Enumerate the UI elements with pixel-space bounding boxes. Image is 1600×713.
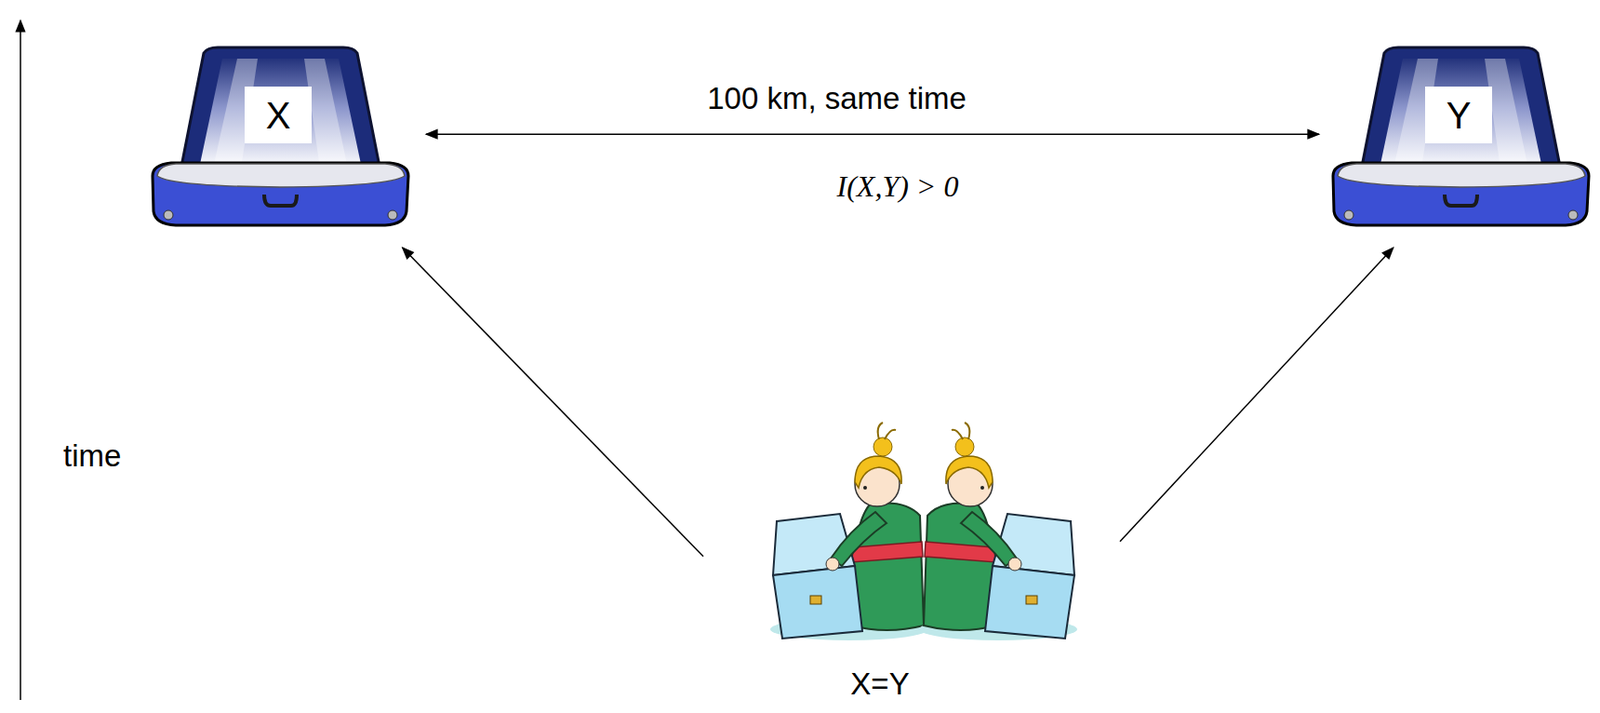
mutual-information: I(X,Y) > 0 (837, 169, 960, 204)
tag-box: X (244, 86, 312, 144)
twins-figure: X=Y (706, 409, 1117, 709)
suitcase-node: X (147, 45, 414, 227)
variable-label: Y (1446, 93, 1472, 137)
twin-illustration (919, 422, 1078, 640)
tag-box: Y (1425, 86, 1493, 144)
twin-illustration (770, 422, 929, 640)
label-holder: I(X,Y) > 0 (837, 169, 960, 204)
caption-holder: X=Y (850, 666, 909, 702)
axis-label: time (63, 438, 121, 474)
edge-label-holder: 100 km, same time (706, 80, 967, 117)
arrow (1120, 247, 1394, 542)
double-arrow (426, 133, 1320, 135)
suitcase-illustration (1333, 47, 1589, 226)
time-axis (19, 20, 22, 700)
suitcase-illustration (152, 47, 409, 226)
figure-caption: X=Y (850, 666, 909, 702)
suitcase-node: Y (1328, 45, 1594, 227)
variable-label: X (266, 93, 292, 137)
edge-label: 100 km, same time (706, 80, 967, 117)
arrow (402, 247, 704, 557)
label-holder: time (63, 438, 121, 474)
